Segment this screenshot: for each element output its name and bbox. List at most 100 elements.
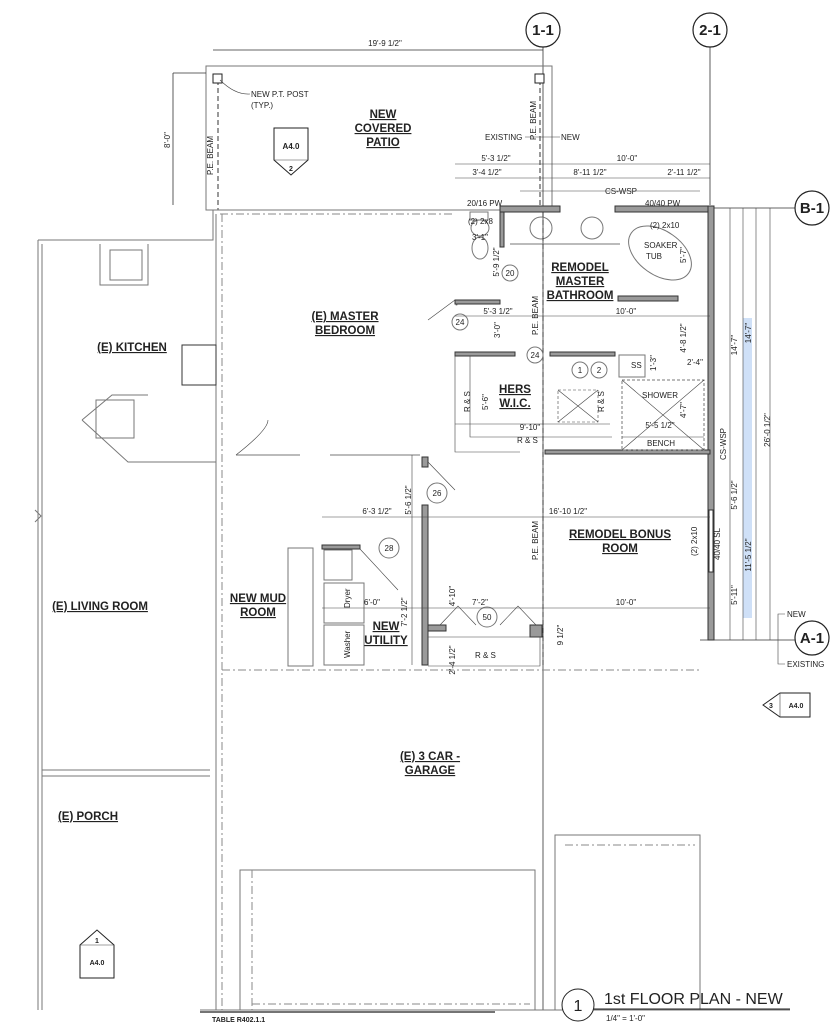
svg-text:1'-3": 1'-3"	[649, 355, 658, 371]
note-pe-beam: P.E. BEAM	[206, 136, 215, 175]
svg-text:TUB: TUB	[646, 252, 662, 261]
dim-patio-depth: 8'-0"	[163, 132, 172, 148]
svg-text:2'-11 1/2": 2'-11 1/2"	[667, 168, 700, 177]
room-label-garage: (E) 3 CAR -	[400, 751, 460, 763]
svg-text:CS-WSP: CS-WSP	[605, 187, 637, 196]
svg-text:14'-7": 14'-7"	[730, 335, 739, 356]
svg-text:NEW: NEW	[787, 610, 806, 619]
svg-text:(2) 2x8: (2) 2x8	[468, 217, 493, 226]
svg-text:SS: SS	[631, 361, 642, 370]
svg-text:1: 1	[95, 938, 99, 945]
svg-text:SHOWER: SHOWER	[642, 391, 678, 400]
grid-marker-b-1: B-1	[794, 190, 830, 226]
svg-text:R & S: R & S	[597, 391, 606, 412]
svg-text:R & S: R & S	[475, 651, 496, 660]
room-label-kitchen: (E) KITCHEN	[97, 342, 167, 354]
room-label-patio: COVERED	[355, 123, 412, 135]
room-label-bedroom: BEDROOM	[315, 325, 375, 337]
room-label-patio: PATIO	[366, 137, 399, 149]
dimension-highlight	[743, 318, 752, 618]
room-label-bath: REMODEL	[551, 262, 609, 274]
svg-text:EXISTING: EXISTING	[787, 660, 824, 669]
svg-text:5'-5 1/2": 5'-5 1/2"	[645, 421, 674, 430]
svg-text:BENCH: BENCH	[647, 439, 675, 448]
svg-text:9'-10": 9'-10"	[520, 423, 541, 432]
svg-text:TABLE R402.1.1: TABLE R402.1.1	[212, 1017, 265, 1024]
svg-text:5'-9 1/2": 5'-9 1/2"	[492, 247, 501, 276]
svg-text:Dryer: Dryer	[343, 588, 352, 608]
note-post-typ: (TYP.)	[251, 101, 273, 110]
svg-text:7'-2": 7'-2"	[472, 598, 488, 607]
fixtures	[287, 211, 705, 667]
svg-text:16'-10 1/2": 16'-10 1/2"	[549, 507, 587, 516]
svg-text:1/4" = 1'-0": 1/4" = 1'-0"	[606, 1014, 645, 1023]
room-label-bonus: ROOM	[602, 543, 638, 555]
svg-text:3'-4 1/2": 3'-4 1/2"	[472, 168, 501, 177]
svg-text:5'-3 1/2": 5'-3 1/2"	[481, 154, 510, 163]
room-label-bonus: REMODEL BONUS	[569, 529, 671, 541]
room-label-mud: NEW MUD	[230, 593, 286, 605]
svg-text:A-1: A-1	[800, 630, 824, 647]
svg-text:A4.0: A4.0	[283, 142, 300, 151]
svg-text:CS-WSP: CS-WSP	[719, 428, 728, 460]
svg-text:3'-0": 3'-0"	[493, 322, 502, 338]
svg-text:40/40 PW: 40/40 PW	[645, 199, 681, 208]
svg-text:24: 24	[456, 318, 465, 327]
drawing-title: 1 1st FLOOR PLAN - NEW 1/4" = 1'-0" TABL…	[200, 988, 790, 1024]
door-tags: 20 24 24 1 2 26 28 50	[378, 264, 608, 628]
svg-text:B-1: B-1	[800, 200, 824, 217]
svg-text:10'-0": 10'-0"	[616, 598, 637, 607]
room-label-utility: UTILITY	[364, 635, 408, 647]
svg-text:8'-11 1/2": 8'-11 1/2"	[573, 168, 606, 177]
svg-text:1st FLOOR PLAN - NEW: 1st FLOOR PLAN - NEW	[604, 991, 784, 1008]
svg-text:3: 3	[769, 703, 773, 710]
room-label-wic: W.I.C.	[499, 398, 530, 410]
svg-text:26: 26	[433, 489, 442, 498]
grid-marker-a-1: A-1	[794, 620, 830, 656]
section-marker: 1 A4.0	[79, 929, 115, 979]
svg-text:5'-3 1/2": 5'-3 1/2"	[483, 307, 512, 316]
svg-text:6'-3 1/2": 6'-3 1/2"	[362, 507, 391, 516]
room-label-wic: HERS	[499, 384, 531, 396]
svg-text:5'-6 1/2": 5'-6 1/2"	[404, 485, 413, 514]
svg-text:10'-0": 10'-0"	[616, 307, 637, 316]
svg-text:5'-7": 5'-7"	[679, 247, 688, 263]
dimension-labels: 5'-3 1/2" 10'-0" 3'-4 1/2" 8'-11 1/2" 2'…	[362, 154, 772, 675]
room-label-garage: GARAGE	[405, 765, 456, 777]
note-pe-beam: P.E. BEAM	[529, 101, 538, 140]
svg-text:SOAKER: SOAKER	[644, 241, 678, 250]
grid-marker-2-1: 2-1	[692, 12, 728, 48]
note-pe-beam: P.E. BEAM	[531, 296, 540, 335]
svg-text:28: 28	[385, 544, 394, 553]
svg-text:(2) 2x10: (2) 2x10	[690, 526, 699, 556]
svg-text:26'-0 1/2": 26'-0 1/2"	[763, 413, 772, 447]
svg-text:50: 50	[483, 613, 492, 622]
svg-text:R & S: R & S	[463, 391, 472, 412]
room-label-porch: (E) PORCH	[58, 811, 118, 823]
svg-text:40/40 SL: 40/40 SL	[713, 527, 722, 560]
svg-text:2-1: 2-1	[699, 22, 721, 39]
svg-text:1: 1	[574, 998, 583, 1015]
svg-text:A4.0: A4.0	[90, 960, 105, 967]
svg-text:A4.0: A4.0	[789, 703, 804, 710]
svg-text:6'-0": 6'-0"	[364, 598, 380, 607]
grid-marker-1-1: 1-1	[525, 12, 561, 48]
room-label-bedroom: (E) MASTER	[311, 311, 379, 323]
svg-text:2: 2	[597, 366, 602, 375]
section-marker: A4.0 2	[273, 127, 309, 176]
svg-text:24: 24	[531, 351, 540, 360]
svg-text:2'-4": 2'-4"	[687, 358, 703, 367]
note-post: NEW P.T. POST	[251, 90, 309, 99]
note-new: NEW	[561, 133, 580, 142]
svg-text:5'-6": 5'-6"	[481, 394, 490, 410]
room-label-patio: NEW	[370, 109, 397, 121]
room-label-utility: NEW	[373, 621, 400, 633]
room-label-living: (E) LIVING ROOM	[52, 601, 148, 613]
svg-text:7'-2 1/2": 7'-2 1/2"	[400, 597, 409, 626]
svg-text:(2) 2x10: (2) 2x10	[650, 221, 680, 230]
svg-text:2: 2	[289, 166, 293, 173]
svg-text:4'-7": 4'-7"	[679, 402, 688, 418]
svg-text:20/16 PW: 20/16 PW	[467, 199, 503, 208]
svg-text:1-1: 1-1	[532, 22, 554, 39]
